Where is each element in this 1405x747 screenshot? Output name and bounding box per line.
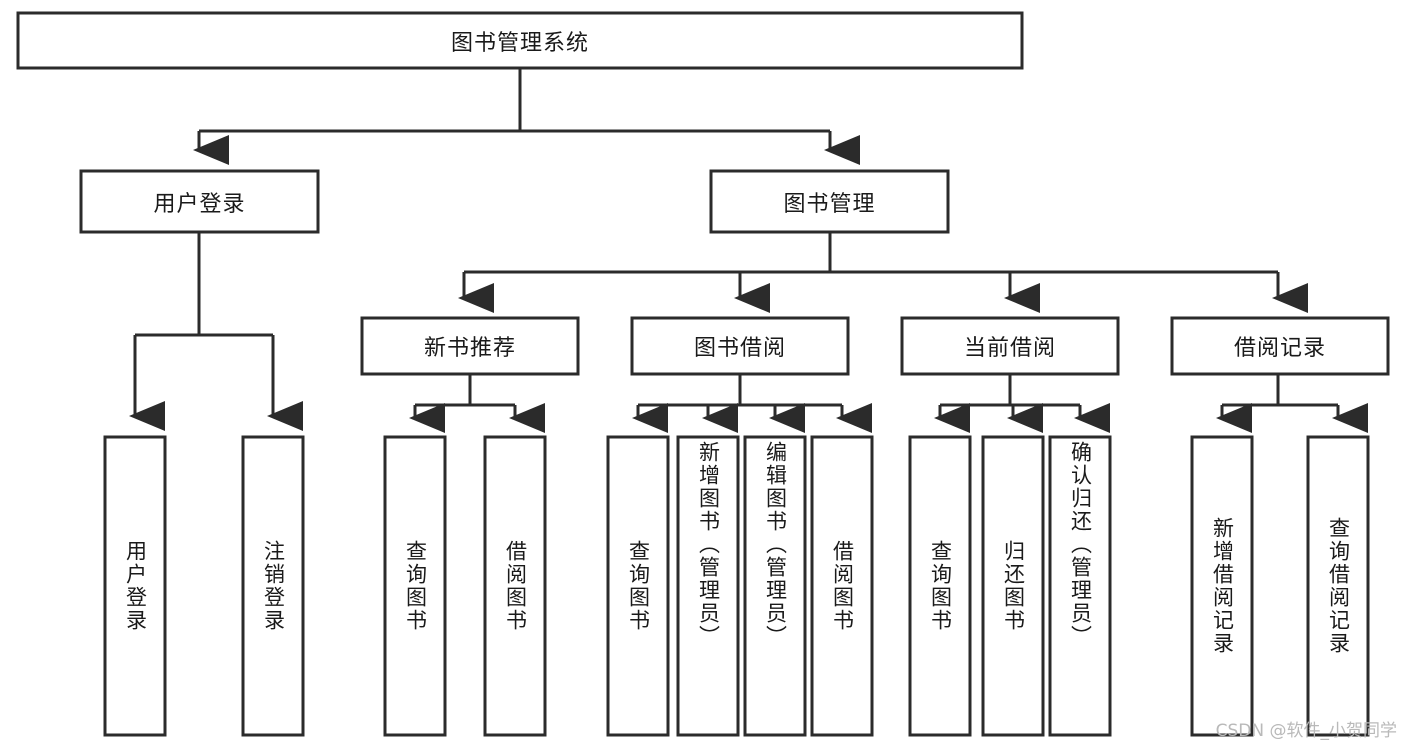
leaf-box-current-borrow-2[interactable] <box>1048 435 1112 737</box>
leaf-box-new-book-1[interactable] <box>483 435 547 737</box>
leaf-box-current-borrow-0[interactable] <box>908 435 972 737</box>
leaf-box-book-borrow-1[interactable] <box>676 435 740 737</box>
node-box-root[interactable] <box>16 11 1024 70</box>
node-box-new-book-recommend[interactable] <box>360 316 580 376</box>
csdn-watermark: CSDN @软件_小贺同学 <box>1215 721 1397 741</box>
leaf-box-new-book-0[interactable] <box>383 435 447 737</box>
node-box-borrow-records[interactable] <box>1170 316 1390 376</box>
node-box-book-management[interactable] <box>709 169 950 234</box>
leaf-box-borrow-records-0[interactable] <box>1190 435 1254 737</box>
leaf-box-user-login-0[interactable] <box>103 435 167 737</box>
leaf-box-current-borrow-1[interactable] <box>981 435 1045 737</box>
node-box-current-borrow[interactable] <box>900 316 1120 376</box>
leaf-box-book-borrow-2[interactable] <box>743 435 807 737</box>
node-box-user-login[interactable] <box>79 169 320 234</box>
leaf-box-book-borrow-0[interactable] <box>606 435 670 737</box>
leaf-box-user-login-1[interactable] <box>241 435 305 737</box>
leaf-box-book-borrow-3[interactable] <box>810 435 874 737</box>
node-box-book-borrow[interactable] <box>630 316 850 376</box>
leaf-box-borrow-records-1[interactable] <box>1306 435 1370 737</box>
